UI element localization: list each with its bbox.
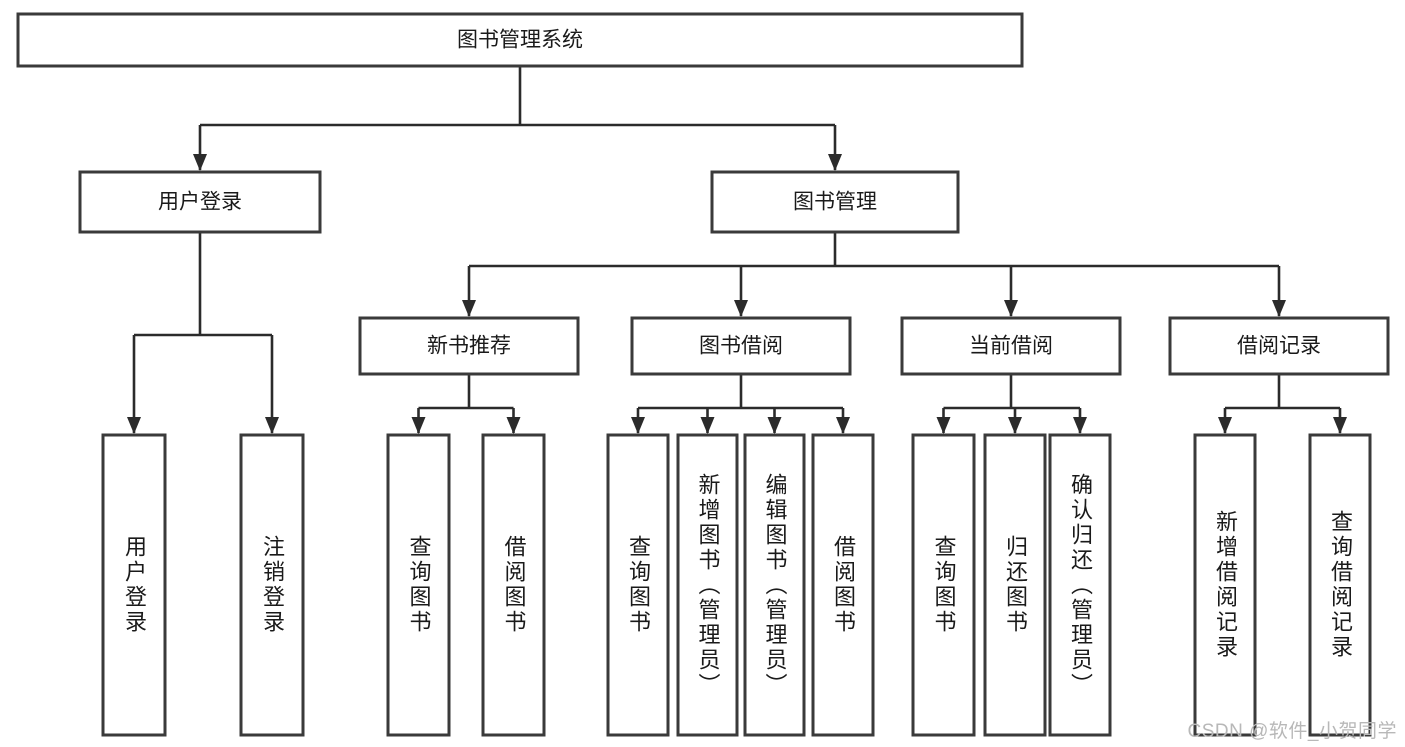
arrow-to-level3-1 <box>734 300 748 317</box>
node-leaf-5 <box>676 433 739 737</box>
node-leaf-1 <box>239 433 305 737</box>
node-level3-0 <box>358 316 580 376</box>
arrow-to-leaf-2-3 <box>836 417 850 434</box>
node-leaf-3 <box>481 433 546 737</box>
boxes-layer <box>16 12 1390 737</box>
csdn-watermark: CSDN @软件_小贺同学 <box>1187 721 1397 742</box>
arrow-to-level3-2 <box>1004 300 1018 317</box>
arrow-to-leaf-1-1 <box>506 417 521 434</box>
node-level3-3 <box>1168 316 1390 376</box>
node-leaf-9 <box>983 433 1047 737</box>
arrow-to-leaf-2-2 <box>767 417 782 434</box>
node-level3-3-label: 借阅记录 <box>1237 335 1321 358</box>
node-level3-1 <box>630 316 852 376</box>
node-root-label: 图书管理系统 <box>457 29 583 52</box>
node-level2-0 <box>78 170 322 234</box>
arrow-to-leaf-3-1 <box>1008 417 1022 434</box>
node-leaf-4 <box>606 433 670 737</box>
arrow-to-leaf-3-2 <box>1073 417 1087 434</box>
arrow-to-leaf-0-0 <box>127 417 141 434</box>
node-leaf-12 <box>1308 433 1372 737</box>
arrow-to-leaf-4-1 <box>1333 417 1347 434</box>
arrow-to-level2-0 <box>193 154 207 171</box>
node-leaf-0 <box>101 433 167 737</box>
node-leaf-10 <box>1048 433 1112 737</box>
node-leaf-6 <box>743 433 806 737</box>
node-level3-1-label: 图书借阅 <box>699 335 783 358</box>
arrow-to-leaf-0-1 <box>265 417 279 434</box>
arrow-to-level3-3 <box>1272 300 1286 317</box>
node-level3-2-label: 当前借阅 <box>969 335 1053 358</box>
node-level3-2 <box>900 316 1122 376</box>
arrow-to-level2-1 <box>828 154 842 171</box>
arrow-to-level3-0 <box>462 300 476 317</box>
node-level2-1-label: 图书管理 <box>793 191 877 214</box>
node-leaf-8 <box>911 433 976 737</box>
arrow-to-leaf-2-1 <box>700 417 715 434</box>
node-level2-0-label: 用户登录 <box>158 191 242 214</box>
node-leaf-11 <box>1193 433 1257 737</box>
arrow-to-leaf-4-0 <box>1218 417 1232 434</box>
node-level2-1 <box>710 170 960 234</box>
arrow-to-leaf-1-0 <box>411 417 426 434</box>
connectors-layer <box>127 66 1347 434</box>
arrow-to-leaf-2-0 <box>631 417 645 434</box>
node-leaf-7 <box>811 433 875 737</box>
node-level3-0-label: 新书推荐 <box>427 335 511 358</box>
node-root <box>16 12 1024 68</box>
arrow-to-leaf-3-0 <box>936 417 951 434</box>
node-leaf-2 <box>386 433 451 737</box>
